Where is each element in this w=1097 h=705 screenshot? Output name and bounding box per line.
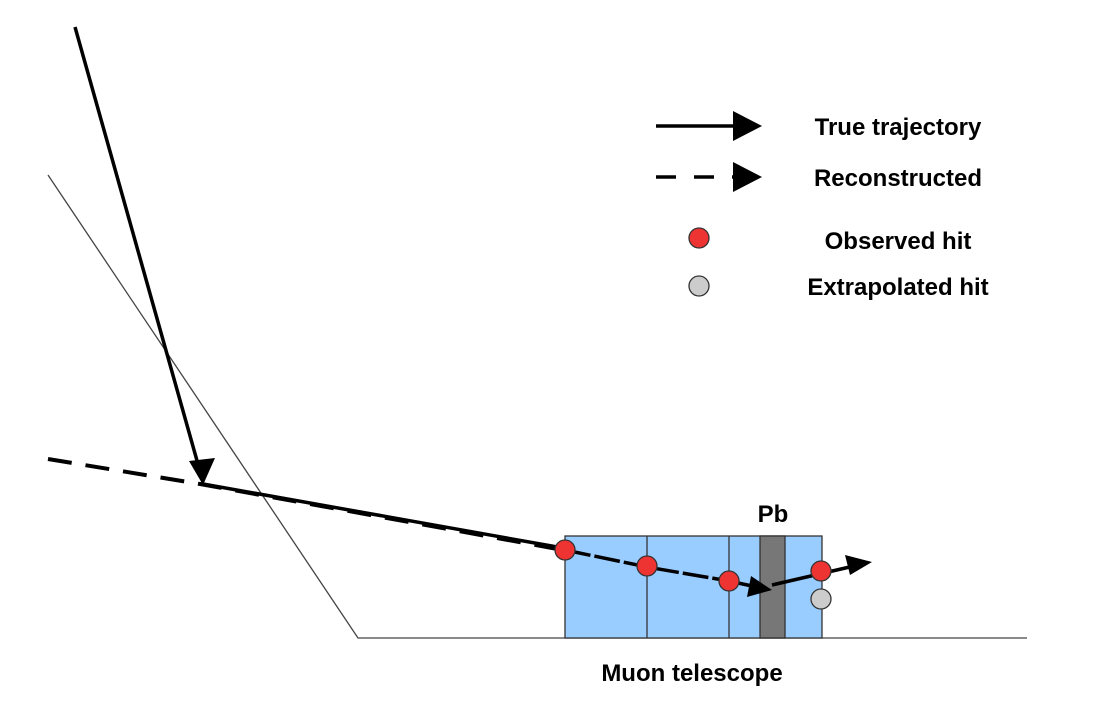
legend-extrapolated-hit-marker xyxy=(688,275,710,297)
reconstructed-arrowhead-in-telescope xyxy=(747,576,772,597)
observed-hit xyxy=(810,560,832,582)
legend: True trajectory Reconstructed Observed h… xyxy=(656,111,989,301)
legend-extrapolated-hit-label: Extrapolated hit xyxy=(807,274,988,301)
legend-reconstructed-arrowhead xyxy=(733,162,762,192)
legend-true-trajectory-label: True trajectory xyxy=(815,114,982,141)
extrapolated-hit xyxy=(810,588,832,610)
true-trajectory-scattered xyxy=(202,482,564,550)
true-trajectory-incoming xyxy=(73,26,205,483)
observed-hit xyxy=(554,539,576,561)
legend-observed-hit-marker xyxy=(688,227,710,249)
observed-hit xyxy=(636,555,658,577)
reconstructed-trajectory-line xyxy=(47,457,564,552)
absorber-label: Pb xyxy=(758,501,789,528)
legend-true-trajectory-arrowhead xyxy=(733,111,762,141)
legend-reconstructed-label: Reconstructed xyxy=(814,165,982,192)
exit-arrowhead xyxy=(845,555,872,575)
legend-observed-hit-label: Observed hit xyxy=(825,228,972,255)
telescope-label: Muon telescope xyxy=(601,660,782,687)
true-trajectory-arrowhead xyxy=(189,458,215,485)
observed-hit xyxy=(718,570,740,592)
muon-telescope xyxy=(564,535,823,639)
